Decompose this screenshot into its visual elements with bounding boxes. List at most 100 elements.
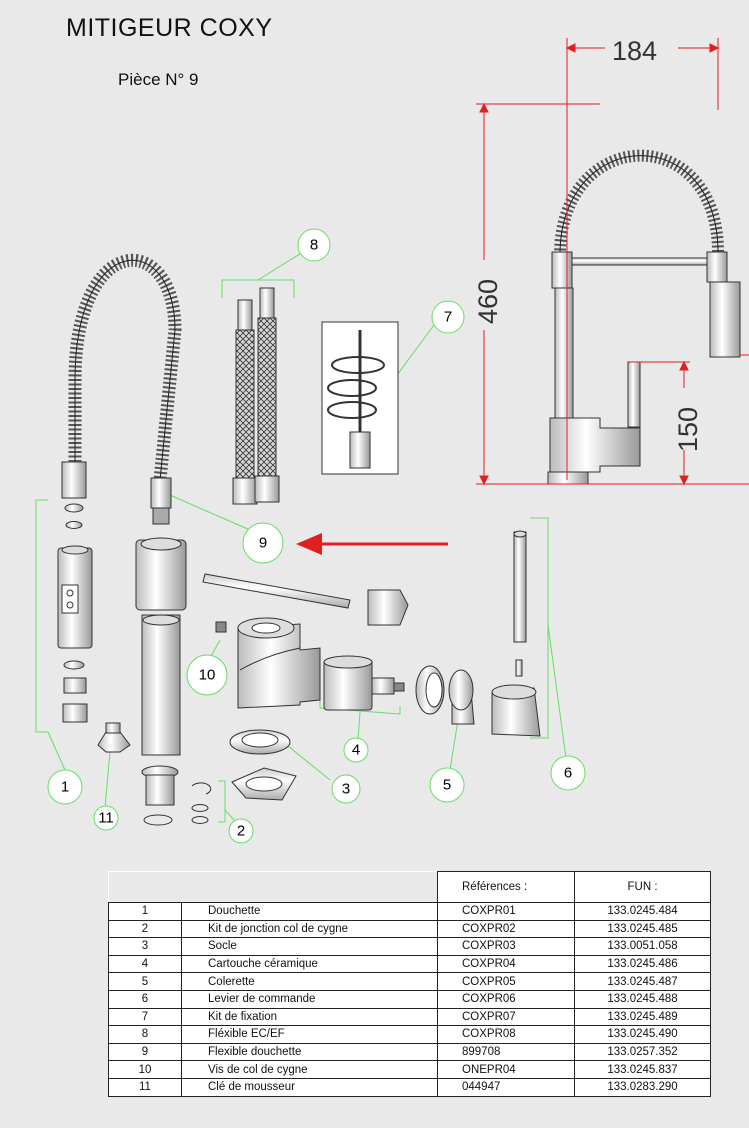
row-fun: 133.0245.487 [574, 972, 711, 991]
part-ecrou [415, 665, 445, 715]
row-reference: COXPR01 [437, 902, 575, 921]
part-clip [367, 589, 409, 626]
part-socle [229, 729, 297, 801]
part-flexible-ec-ef [232, 287, 280, 505]
callout-5: 5 [429, 767, 465, 803]
row-number: 6 [108, 989, 182, 1009]
part-flexible-douchette [68, 254, 182, 525]
row-fun: 133.0245.488 [574, 989, 711, 1009]
part-number-subtitle: Pièce N° 9 [118, 70, 199, 89]
row-reference: COXPR07 [437, 1007, 575, 1027]
dimension-width: 184 [612, 36, 657, 66]
row-description: Kit de fixation [181, 1007, 438, 1027]
part-levier [491, 530, 541, 737]
row-reference: COXPR06 [437, 989, 575, 1009]
row-fun: 133.0245.484 [574, 902, 711, 921]
row-number: 1 [108, 902, 182, 921]
part-douchette [57, 461, 93, 723]
row-number: 5 [108, 972, 182, 991]
row-number: 3 [108, 937, 182, 956]
callout-10-label: 10 [199, 667, 216, 684]
row-reference: ONEPR04 [437, 1060, 575, 1079]
callout-1: 1 [47, 769, 83, 805]
row-fun: 133.0257.352 [574, 1042, 711, 1062]
row-fun: 133.0245.485 [574, 919, 711, 939]
row-fun: 133.0245.837 [574, 1060, 711, 1079]
row-description: Douchette [181, 902, 438, 921]
callout-10: 10 [186, 654, 228, 696]
callout-4: 4 [343, 737, 369, 763]
dimension-lines [476, 38, 749, 486]
row-reference: 044947 [437, 1077, 575, 1097]
row-number: 11 [108, 1077, 182, 1097]
row-description: Cartouche céramique [181, 954, 438, 974]
row-fun: 133.0245.490 [574, 1025, 711, 1044]
header-fun: FUN : [574, 871, 711, 903]
row-fun: 133.0051.058 [574, 937, 711, 956]
row-reference: COXPR05 [437, 972, 575, 991]
callout-8: 8 [297, 228, 331, 262]
highlight-arrow [296, 533, 448, 555]
callout-3-label: 3 [342, 781, 350, 798]
part-corps-mitigeur [237, 617, 321, 709]
callout-2-label: 2 [237, 823, 245, 840]
row-description: Colerette [181, 972, 438, 991]
row-reference: COXPR02 [437, 919, 575, 939]
row-reference: COXPR04 [437, 954, 575, 974]
dimension-lever-height: 150 [673, 407, 703, 452]
part-vis-col-de-cygne [202, 573, 351, 633]
callout-7-label: 7 [444, 309, 452, 326]
row-reference: COXPR08 [437, 1025, 575, 1044]
row-fun: 133.0245.486 [574, 954, 711, 974]
row-number: 4 [108, 954, 182, 974]
callout-9: 9 [242, 522, 284, 564]
callout-11: 11 [93, 805, 119, 831]
row-description: Clé de mousseur [181, 1077, 438, 1097]
exploded-diagram: 184 460 150 [35, 36, 749, 844]
part-colerette [448, 669, 475, 725]
faucet-side-view [547, 149, 741, 485]
callout-4-label: 4 [352, 742, 360, 759]
callout-1-label: 1 [61, 779, 69, 796]
row-description: Fléxible EC/EF [181, 1025, 438, 1044]
row-number: 2 [108, 919, 182, 939]
row-description: Levier de commande [181, 989, 438, 1009]
dimension-height: 460 [473, 279, 503, 324]
callout-9-label: 9 [259, 535, 267, 552]
part-cartouche-ceramique [323, 655, 405, 711]
row-description: Socle [181, 937, 438, 956]
row-number: 9 [108, 1042, 182, 1062]
part-col-de-cygne [135, 537, 187, 756]
row-description: Kit de jonction col de cygne [181, 919, 438, 939]
row-reference: COXPR03 [437, 937, 575, 956]
row-description: Vis de col de cygne [181, 1060, 438, 1079]
row-fun: 133.0245.489 [574, 1007, 711, 1027]
part-kit-jonction [141, 765, 212, 826]
callout-2: 2 [228, 818, 254, 844]
row-fun: 133.0283.290 [574, 1077, 711, 1097]
callout-5-label: 5 [443, 777, 451, 794]
callout-8-label: 8 [310, 237, 318, 254]
row-number: 10 [108, 1060, 182, 1079]
part-cle-de-mousseur [97, 722, 131, 753]
row-number: 8 [108, 1025, 182, 1044]
part-kit-fixation [321, 321, 399, 475]
row-description: Flexible douchette [181, 1042, 438, 1062]
callout-6-label: 6 [564, 765, 572, 782]
row-reference: 899708 [437, 1042, 575, 1062]
callout-7: 7 [431, 300, 465, 334]
callout-6: 6 [550, 755, 586, 791]
table-header-row: Références : FUN : [108, 871, 711, 903]
